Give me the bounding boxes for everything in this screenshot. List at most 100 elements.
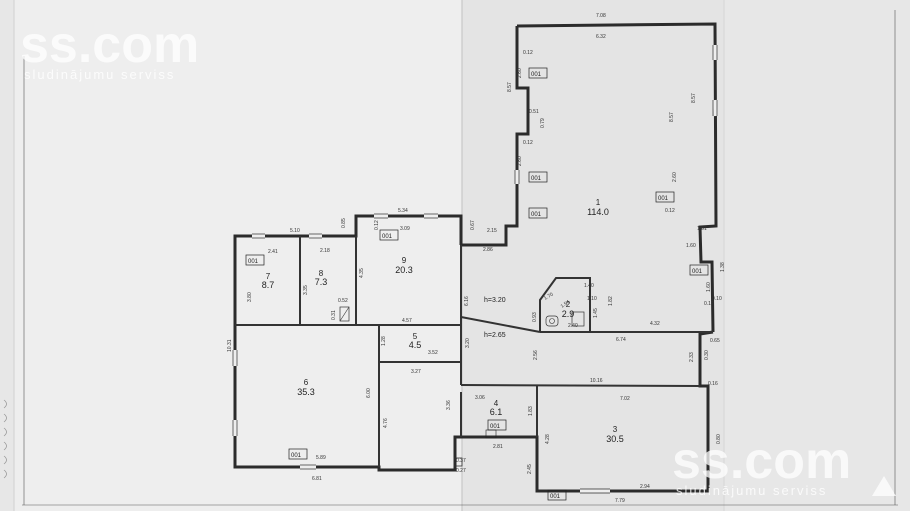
code-label: 001 <box>550 494 561 500</box>
watermark-tagline: sludinājumu serviss <box>24 67 175 82</box>
dim-label: 2.41 <box>268 249 278 255</box>
code-label: 001 <box>291 453 302 459</box>
dim-label: 0.27 <box>456 468 466 474</box>
watermark-logo-icon <box>872 476 896 496</box>
dim-label: 3.80 <box>247 292 253 302</box>
room-number: 3 <box>613 425 618 434</box>
height-label: h=2.65 <box>484 332 506 339</box>
dim-label: 7.79 <box>615 498 625 504</box>
room-number: 4 <box>494 399 499 408</box>
dim-label: 0.12 <box>704 301 714 307</box>
room-labels: 1 114.0 2 2.9 3 30.5 4 6.1 5 4.5 6 35.3 … <box>262 198 624 444</box>
dim-label: 3.20 <box>465 338 471 348</box>
dim-label: 2.15 <box>487 228 497 234</box>
code-label: 001 <box>248 259 259 265</box>
dim-label: 0.12 <box>523 50 533 56</box>
code-boxes: 001 001 001 001 001 001 001 001 001 001 <box>245 67 709 501</box>
dim-label: 0.30 <box>704 350 710 360</box>
dim-label: 6.32 <box>596 34 606 40</box>
dim-label: 0.80 <box>716 434 722 444</box>
room-area: 7.3 <box>315 277 328 287</box>
dim-label: 0.79 <box>540 118 546 128</box>
dim-label: 0.93 <box>532 312 538 322</box>
code-label: 001 <box>531 212 542 218</box>
dim-label: 5.34 <box>398 208 408 214</box>
dim-label: 3.27 <box>411 369 421 375</box>
room-area: 30.5 <box>606 434 624 444</box>
dim-label: 8.57 <box>669 112 675 122</box>
watermark-tagline: sludinājumu serviss <box>676 483 827 498</box>
dim-label: 0.12 <box>374 220 380 230</box>
dim-label: 3.09 <box>400 226 410 232</box>
dim-label: 0.12 <box>665 208 675 214</box>
room-number: 1 <box>596 198 601 207</box>
dim-label: 2.81 <box>493 444 503 450</box>
dim-label: 4.32 <box>650 321 660 327</box>
dim-label: 3.35 <box>303 285 309 295</box>
dim-label: 6.74 <box>616 337 626 343</box>
code-label: 001 <box>490 424 501 430</box>
dim-label: 0.52 <box>338 298 348 304</box>
room-number: 9 <box>402 256 407 265</box>
dim-label: 2.60 <box>517 156 523 166</box>
room-number: 5 <box>413 332 418 341</box>
dim-label: 7.08 <box>596 13 606 19</box>
dim-label: 4.28 <box>545 434 551 444</box>
room-area: 35.3 <box>297 387 315 397</box>
room-area: 20.3 <box>395 265 413 275</box>
dim-label: 4.57 <box>402 318 412 324</box>
dim-label: 1.10 <box>587 296 597 302</box>
ceiling-heights: h=3.20 h=2.65 <box>484 297 506 339</box>
dim-label: 3.36 <box>446 400 452 410</box>
room-area: 114.0 <box>587 207 609 217</box>
room-area: 4.5 <box>409 340 422 350</box>
watermark-bottom-right: ss.com sludinājumu serviss <box>672 432 896 498</box>
dim-label: 1.70 <box>543 292 555 302</box>
dim-label: 7.02 <box>620 396 630 402</box>
room-area: 6.1 <box>490 407 503 417</box>
dim-label: 2.45 <box>527 464 533 474</box>
dim-label: 1.60 <box>686 243 696 249</box>
code-label: 001 <box>692 269 703 275</box>
height-label: h=3.20 <box>484 297 506 304</box>
dim-label: 5.89 <box>316 455 326 461</box>
building-walls <box>232 22 718 494</box>
dim-label: 1.61 <box>697 226 707 232</box>
dim-label: 6.81 <box>312 476 322 482</box>
dim-label: 1.28 <box>381 336 387 346</box>
dim-label: 0.12 <box>523 140 533 146</box>
code-label: 001 <box>658 196 669 202</box>
dim-label: 0.37 <box>456 458 466 464</box>
watermark-brand: ss.com <box>672 432 851 490</box>
dim-label: 2.86 <box>483 247 493 253</box>
dim-label: 2.60 <box>672 172 678 182</box>
dim-label: 1.40 <box>584 283 594 289</box>
dim-label: 2.56 <box>533 350 539 360</box>
room-number: 6 <box>304 378 309 387</box>
watermark-brand: ss.com <box>20 16 199 74</box>
dim-label: 1.45 <box>593 308 599 318</box>
code-label: 001 <box>531 72 542 78</box>
dim-label: 4.76 <box>383 418 389 428</box>
dim-label: 2.33 <box>689 352 695 362</box>
dim-label: 6.00 <box>366 388 372 398</box>
dim-label: 0.10 <box>712 296 722 302</box>
dim-label: 2.94 <box>640 484 650 490</box>
room-number: 7 <box>266 272 271 281</box>
dim-label: 10.31 <box>227 339 233 352</box>
room-number: 2 <box>566 300 571 309</box>
code-label: 001 <box>531 176 542 182</box>
dim-label: 3.06 <box>475 395 485 401</box>
dim-label: 0.16 <box>708 381 718 387</box>
dim-label: 0.31 <box>331 310 337 320</box>
dim-label: 8.57 <box>507 82 513 92</box>
dim-label: 8.57 <box>691 93 697 103</box>
watermark-top-left: ss.com sludinājumu serviss <box>20 16 199 82</box>
dim-label: 2.60 <box>517 68 523 78</box>
dim-label: 10.16 <box>590 378 603 384</box>
dim-label: 0.67 <box>470 220 476 230</box>
dim-label: 1.60 <box>706 282 712 292</box>
dim-label: 6.16 <box>464 296 470 306</box>
